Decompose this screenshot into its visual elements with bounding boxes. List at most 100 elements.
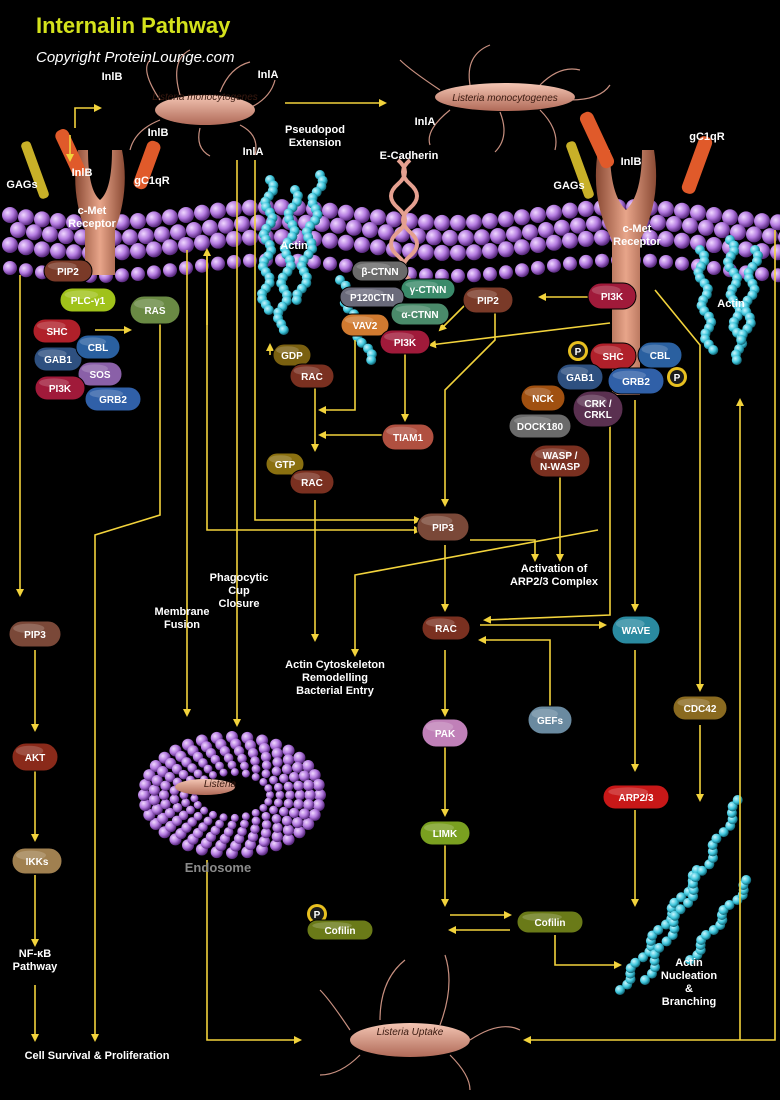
label-gags-1: GAGs — [6, 179, 37, 191]
node-cbl-l: CBL — [75, 334, 121, 360]
node-p-3: P — [307, 904, 327, 924]
label-gags-2: GAGs — [553, 180, 584, 192]
node-p-2: P — [667, 367, 687, 387]
node-label: GEFs — [537, 716, 564, 727]
node-label: CRKL — [584, 410, 612, 421]
endosome — [138, 731, 326, 859]
label-cmet-1: c-Met — [78, 205, 107, 217]
label-nucleation: & — [685, 983, 693, 995]
listeria-uptake-label: Listeria Uptake — [377, 1027, 444, 1038]
node-nck: NCK — [520, 384, 566, 412]
label-actin-2: Actin — [717, 298, 745, 310]
node-label: AKT — [25, 753, 46, 764]
node-label: VAV2 — [353, 321, 378, 332]
node-label: PIP2 — [57, 267, 79, 278]
cmet-receptor-right — [566, 111, 713, 395]
label-inla-1: InlA — [258, 69, 279, 81]
node-label: GAB1 — [566, 373, 594, 384]
node-label: α-CTNN — [401, 310, 438, 321]
node-crk: CRK /CRKL — [572, 390, 624, 428]
node-label: PIP2 — [477, 296, 499, 307]
node-label: RAC — [301, 372, 323, 383]
label-arp-activation: Activation of — [521, 563, 588, 575]
node-label: γ-CTNN — [410, 285, 447, 296]
node-label: DOCK180 — [517, 422, 564, 433]
node-pi3k-m: PI3K — [379, 329, 431, 355]
label-nfkb: Pathway — [13, 961, 59, 973]
node-label: NCK — [532, 394, 554, 405]
node-label: TIAM1 — [393, 433, 423, 444]
listeria-uptake: Listeria Uptake — [319, 954, 521, 1091]
node-tiam1: TIAM1 — [381, 423, 435, 451]
nodes: PIP2PLC-γ1RASSHCGAB1CBLSOSPI3KGRB2PIP3AK… — [8, 259, 728, 941]
node-label: PAK — [435, 729, 456, 740]
label-cmet-2: c-Met — [623, 223, 652, 235]
node-dock180: DOCK180 — [508, 413, 572, 439]
label-nucleation: Nucleation — [661, 970, 718, 982]
node-label: IKKs — [26, 857, 49, 868]
node-label: SHC — [602, 352, 623, 363]
listeria-endosome: Listeria — [175, 779, 237, 795]
node-pip2-l: PIP2 — [43, 259, 93, 283]
label-inlb-2: InlB — [72, 167, 93, 179]
listeria-label: Listeria monocytogenes — [152, 92, 258, 103]
cmet-receptor-left — [21, 129, 161, 275]
node-gctnn: γ-CTNN — [400, 278, 456, 300]
label-nfkb: NF-κB — [19, 948, 51, 960]
node-gab1-r: GAB1 — [556, 363, 604, 391]
node-label: P — [314, 910, 321, 921]
node-label: N-WASP — [540, 462, 580, 473]
node-cbl-r: CBL — [637, 341, 683, 369]
label-membrane-fusion: Fusion — [164, 619, 200, 631]
label-cmet-2: Receptor — [613, 236, 661, 248]
node-wave: WAVE — [611, 615, 661, 645]
node-vav2: VAV2 — [340, 313, 390, 337]
copyright-text: Copyright ProteinLounge.com — [36, 49, 234, 66]
label-ecadherin: E-Cadherin — [380, 150, 439, 162]
diagram-title: Internalin Pathway — [36, 13, 231, 38]
listeria-label: Listeria monocytogenes — [452, 93, 558, 104]
label-inlb-3: InlB — [148, 127, 169, 139]
node-grb2-l: GRB2 — [84, 386, 142, 412]
node-label: P120CTN — [350, 293, 394, 304]
node-label: SHC — [46, 327, 67, 338]
node-plc: PLC-γ1 — [59, 287, 117, 313]
node-label: PLC-γ1 — [71, 296, 106, 307]
node-label: GTP — [275, 460, 296, 471]
e-cadherin-helix — [389, 158, 419, 282]
node-cdc42: CDC42 — [672, 695, 728, 721]
node-label: GAB1 — [44, 355, 72, 366]
node-label: Cofilin — [324, 926, 355, 937]
node-bctnn: β-CTNN — [351, 260, 409, 282]
listeria-top-right: Listeria monocytogenes — [399, 44, 611, 153]
node-shc-l: SHC — [32, 318, 82, 344]
label-gc1qr-2: gC1qR — [689, 131, 725, 143]
node-cofilin-1: Cofilin — [306, 919, 374, 941]
label-inla-3: InlA — [415, 116, 436, 128]
label-pseudopod: Pseudopod — [285, 124, 345, 136]
node-gdp: GDP — [272, 343, 312, 367]
node-label: RAC — [301, 478, 323, 489]
node-label: GDP — [281, 351, 303, 362]
node-rac-3: RAC — [421, 615, 471, 641]
label-inlb-4: InlB — [621, 156, 642, 168]
node-label: GRB2 — [622, 377, 650, 388]
node-rac-1: RAC — [289, 363, 335, 389]
node-pip3-l: PIP3 — [8, 620, 62, 648]
node-label: LIMK — [433, 829, 458, 840]
node-sos: SOS — [77, 361, 123, 387]
node-label: RAS — [144, 306, 165, 317]
node-ras: RAS — [129, 295, 181, 325]
label-inla-2: InlA — [243, 146, 264, 158]
label-membrane-fusion: Membrane — [154, 606, 209, 618]
node-label: P — [674, 373, 681, 384]
label-pseudopod: Extension — [289, 137, 342, 149]
label-actin-remodel: Actin Cytoskeleton — [285, 659, 385, 671]
node-p120: P120CTN — [339, 286, 405, 308]
node-pi3k-l: PI3K — [34, 375, 86, 401]
node-label: β-CTNN — [361, 267, 398, 278]
node-pak: PAK — [421, 718, 469, 748]
label-cmet-1: Receptor — [68, 218, 116, 230]
node-label: ARP2/3 — [618, 793, 653, 804]
